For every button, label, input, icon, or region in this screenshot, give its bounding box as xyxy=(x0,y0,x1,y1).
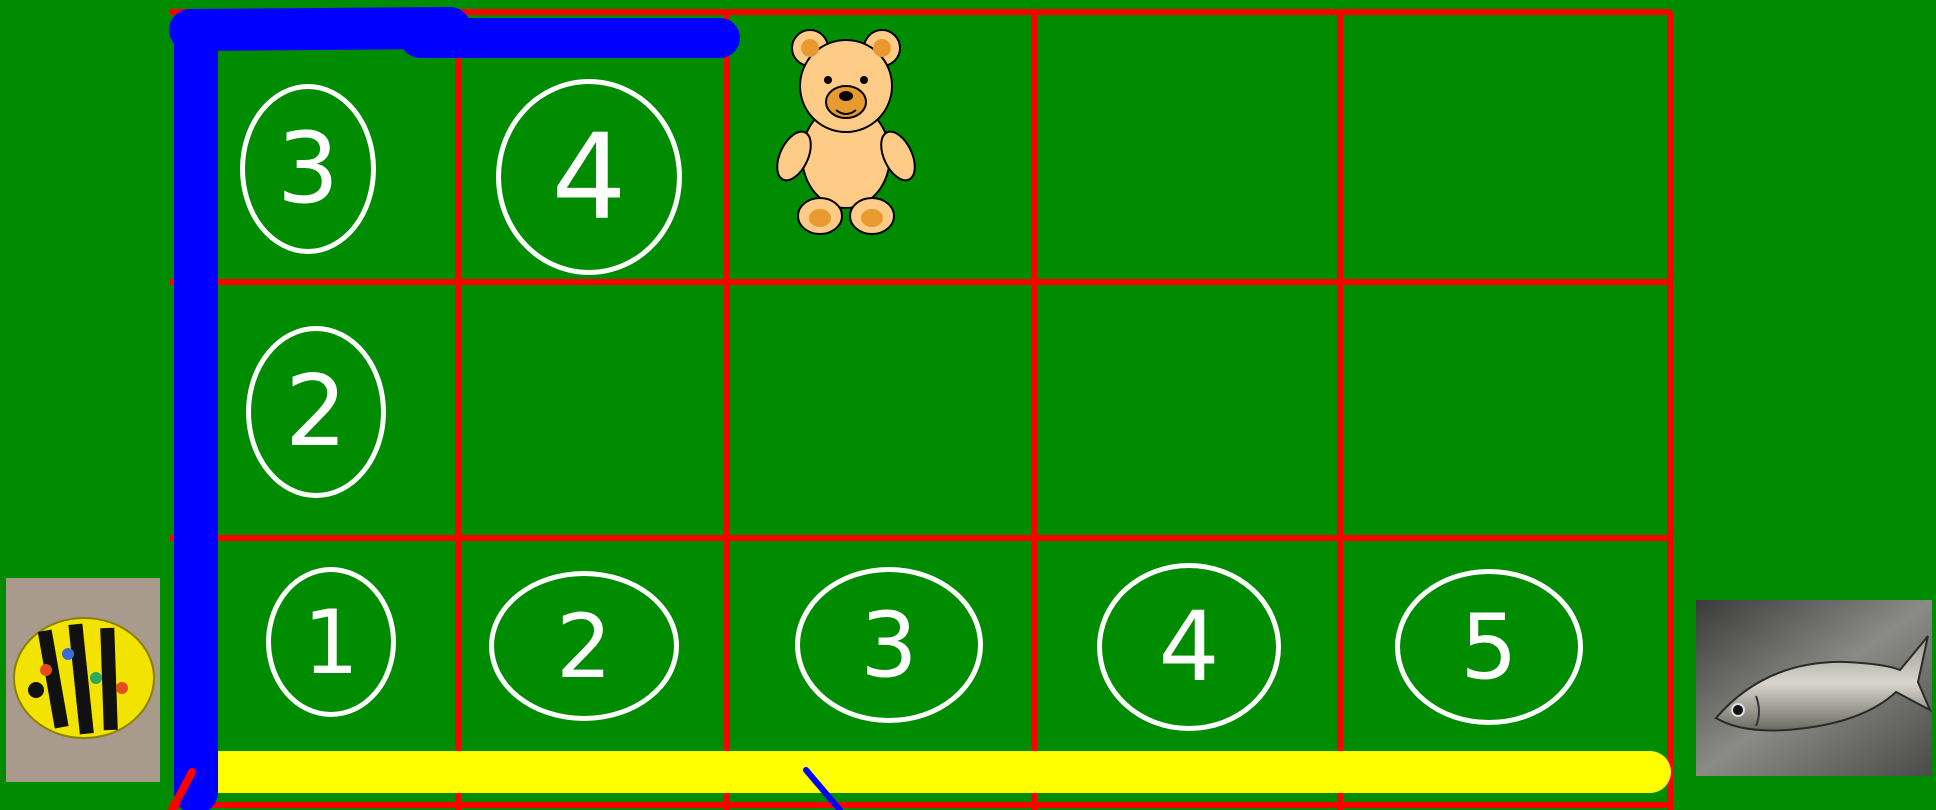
bee-eye xyxy=(28,682,44,698)
bee-bot-robot-photo[interactable] xyxy=(6,578,160,782)
cell-r2c0[interactable]: 1 xyxy=(264,566,398,718)
bear-inner-ear-right xyxy=(873,39,891,57)
bee-button-2 xyxy=(62,648,74,660)
cell-r2c3[interactable]: 4 xyxy=(1096,562,1282,732)
bee-button-4 xyxy=(116,682,128,694)
cell-r2c1[interactable]: 2 xyxy=(488,570,680,722)
teddy-bear-icon[interactable] xyxy=(770,26,930,238)
bear-pad-right xyxy=(861,209,883,227)
number-circle: 4 xyxy=(1097,563,1281,731)
number-circle: 4 xyxy=(496,79,682,275)
cell-r0c1[interactable]: 4 xyxy=(494,78,684,276)
number-circle: 5 xyxy=(1395,569,1583,725)
bear-eye-right xyxy=(860,76,868,84)
cell-r2c2[interactable]: 3 xyxy=(794,566,984,724)
number-circle: 1 xyxy=(266,567,396,717)
bee-bot-icon xyxy=(6,578,160,782)
teddy-bear-drawing xyxy=(770,26,930,238)
fish-icon xyxy=(1696,600,1932,776)
number-circle: 3 xyxy=(240,84,376,254)
bee-button-3 xyxy=(90,672,102,684)
cell-r2c4[interactable]: 5 xyxy=(1394,568,1584,726)
cell-r0c0[interactable]: 3 xyxy=(238,84,378,254)
fish-eye xyxy=(1732,704,1744,716)
bear-eye-left xyxy=(824,76,832,84)
cell-r1c0[interactable]: 2 xyxy=(246,326,386,498)
bear-nose xyxy=(839,91,853,101)
number-circle: 2 xyxy=(246,326,386,498)
number-circle: 2 xyxy=(489,571,679,721)
bee-button-1 xyxy=(40,664,52,676)
bear-pad-left xyxy=(809,209,831,227)
bear-inner-ear-left xyxy=(801,39,819,57)
fish-photo[interactable] xyxy=(1696,600,1932,776)
number-circle: 3 xyxy=(795,567,983,723)
